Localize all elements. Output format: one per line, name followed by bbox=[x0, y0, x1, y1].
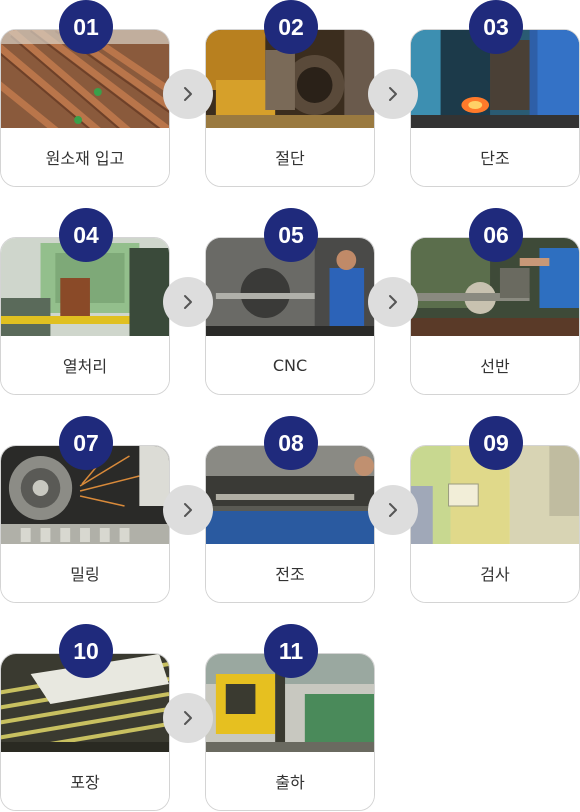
step-label: 절단 bbox=[206, 128, 374, 186]
chevron-right-icon bbox=[163, 69, 213, 119]
chevron-right-icon bbox=[368, 69, 418, 119]
step-label: 밀링 bbox=[1, 544, 169, 602]
step-label: 검사 bbox=[411, 544, 579, 602]
step-number-badge: 09 bbox=[469, 416, 523, 470]
step-number-badge: 10 bbox=[59, 624, 113, 678]
process-card-11: 출하 bbox=[205, 653, 375, 811]
step-number-badge: 05 bbox=[264, 208, 318, 262]
step-number-badge: 01 bbox=[59, 0, 113, 54]
step-label: 열처리 bbox=[1, 336, 169, 394]
step-label: 선반 bbox=[411, 336, 579, 394]
step-number-badge: 04 bbox=[59, 208, 113, 262]
step-label: 전조 bbox=[206, 544, 374, 602]
process-card-02: 절단 bbox=[205, 29, 375, 187]
chevron-right-icon bbox=[368, 277, 418, 327]
chevron-right-icon bbox=[163, 693, 213, 743]
step-number-badge: 03 bbox=[469, 0, 523, 54]
chevron-right-icon bbox=[163, 277, 213, 327]
process-card-07: 밀링 bbox=[0, 445, 170, 603]
step-label: 포장 bbox=[1, 752, 169, 810]
step-number-badge: 02 bbox=[264, 0, 318, 54]
chevron-right-icon bbox=[368, 485, 418, 535]
process-card-06: 선반 bbox=[410, 237, 580, 395]
step-label: CNC bbox=[206, 336, 374, 394]
step-number-badge: 08 bbox=[264, 416, 318, 470]
step-number-badge: 07 bbox=[59, 416, 113, 470]
step-label: 출하 bbox=[206, 752, 374, 810]
inspection-photo bbox=[411, 446, 579, 544]
step-label: 원소재 입고 bbox=[1, 128, 169, 186]
chevron-right-icon bbox=[163, 485, 213, 535]
step-number-badge: 11 bbox=[264, 624, 318, 678]
step-number-badge: 06 bbox=[469, 208, 523, 262]
milling-photo bbox=[1, 446, 169, 544]
cutting-photo bbox=[206, 30, 374, 128]
step-label: 단조 bbox=[411, 128, 579, 186]
lathe-photo bbox=[411, 238, 579, 336]
